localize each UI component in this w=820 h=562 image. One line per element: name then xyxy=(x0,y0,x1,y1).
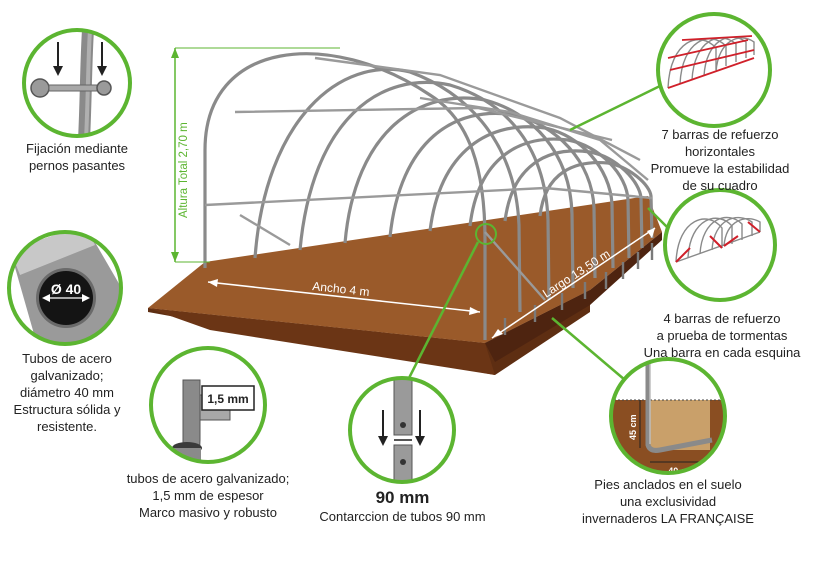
horizontal-bars-ring xyxy=(656,12,772,128)
joint-callout xyxy=(348,376,456,484)
feet-callout-ring xyxy=(609,357,727,475)
joint-caption: 90 mm Contarccion de tubos 90 mm xyxy=(305,488,500,525)
bolt-callout-ring xyxy=(22,28,132,138)
arch-frame xyxy=(203,52,654,340)
feet-callout: 45 cm 40 cm xyxy=(609,357,727,476)
joint-title: 90 mm xyxy=(375,488,430,507)
horizontal-bars-callout xyxy=(656,12,772,128)
tube-diameter-badge: Ø 40 xyxy=(51,281,82,297)
feet-caption: Pies anclados en el suelo una exclusivid… xyxy=(582,477,754,526)
thickness-caption: tubos de acero galvanizado; 1,5 mm de es… xyxy=(126,471,290,520)
thickness-callout-ring xyxy=(149,346,267,464)
anchor-feet xyxy=(503,243,654,335)
feet-width-label: 40 cm xyxy=(668,466,694,476)
leader-lines xyxy=(406,83,669,381)
height-label: Altura Total 2,70 m xyxy=(178,122,190,218)
thickness-badge: 1,5 mm xyxy=(207,392,248,406)
thickness-callout: 1,5 mm xyxy=(149,346,267,464)
bolt-callout xyxy=(22,28,132,138)
storm-bars-callout xyxy=(663,188,777,302)
soil-top xyxy=(148,196,662,343)
feet-depth-label: 45 cm xyxy=(628,414,638,440)
width-label: Ancho 4 m xyxy=(312,279,371,299)
horizontal-bars-caption: 7 barras de refuerzo horizontales Promue… xyxy=(650,127,790,193)
height-dimension: Altura Total 2,70 m xyxy=(171,47,340,263)
tube-callout-ring xyxy=(7,230,123,346)
storm-bars-ring xyxy=(663,188,777,302)
joint-focus-ring xyxy=(475,223,497,245)
greenhouse-illustration: Altura Total 2,70 m Ancho 4 m Largo 13,5… xyxy=(148,47,662,375)
tube-callout: Ø 40 xyxy=(7,230,123,346)
soil-front xyxy=(148,308,495,375)
width-dimension: Ancho 4 m xyxy=(207,279,481,315)
bolt-caption: Fijación mediante pernos pasantes xyxy=(26,141,128,173)
storm-bars-caption: 4 barras de refuerzo a prueba de torment… xyxy=(643,311,801,360)
tube-caption: Tubos de acero galvanizado; diámetro 40 … xyxy=(13,351,121,434)
purlins xyxy=(204,56,653,301)
joint-callout-ring xyxy=(348,376,456,484)
